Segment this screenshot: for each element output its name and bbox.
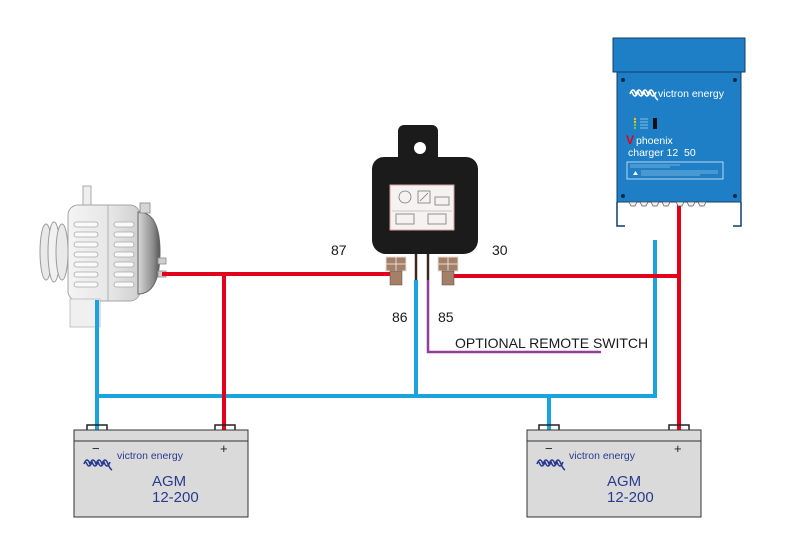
battery-charger: victron energy V phoenix charger 12 50 (612, 37, 746, 227)
terminal-label-86: 86 (392, 309, 408, 325)
charger-status-leds (633, 117, 657, 130)
battery-2-negative-symbol: − (545, 441, 553, 456)
battery-1: − + victron energy AGM 12-200 (73, 424, 249, 518)
alternator (39, 185, 167, 328)
terminal-label-85: 85 (438, 309, 454, 325)
battery-2-model: 12-200 (607, 489, 654, 506)
battery-1-brand: victron energy (117, 450, 184, 462)
phoenix-v-icon: V (626, 133, 634, 147)
charger-model: charger 12 50 (628, 147, 696, 159)
battery-2: − + victron energy AGM 12-200 (526, 424, 702, 518)
remote-switch-label: OPTIONAL REMOTE SWITCH (455, 335, 648, 351)
relay-terminal-87 (385, 256, 407, 286)
positive-wires (162, 205, 681, 430)
battery-1-positive-symbol: + (220, 441, 228, 456)
terminal-label-30: 30 (492, 242, 508, 258)
battery-1-type: AGM (152, 473, 186, 490)
negative-bus (97, 240, 657, 398)
alternator-pulley (39, 221, 69, 283)
terminal-label-87: 87 (331, 242, 347, 258)
relay-schematic-label (389, 184, 455, 231)
charger-cable-glands (628, 201, 707, 207)
relay (372, 125, 478, 286)
charger-product-line: phoenix (636, 135, 674, 147)
charger-brand: victron energy (658, 88, 725, 100)
relay-terminal-30 (437, 256, 459, 286)
alternator-vents (73, 221, 135, 288)
warning-icon (633, 171, 638, 175)
charger-warning-panel (626, 161, 724, 180)
battery-2-type: AGM (607, 473, 641, 490)
relay-mounting-hole (414, 142, 426, 154)
battery-2-positive-symbol: + (674, 441, 682, 456)
battery-1-negative-symbol: − (92, 441, 100, 456)
battery-1-model: 12-200 (152, 489, 199, 506)
battery-2-brand: victron energy (569, 450, 636, 462)
remote-switch-wire (426, 280, 601, 354)
negative-wires (95, 240, 657, 430)
